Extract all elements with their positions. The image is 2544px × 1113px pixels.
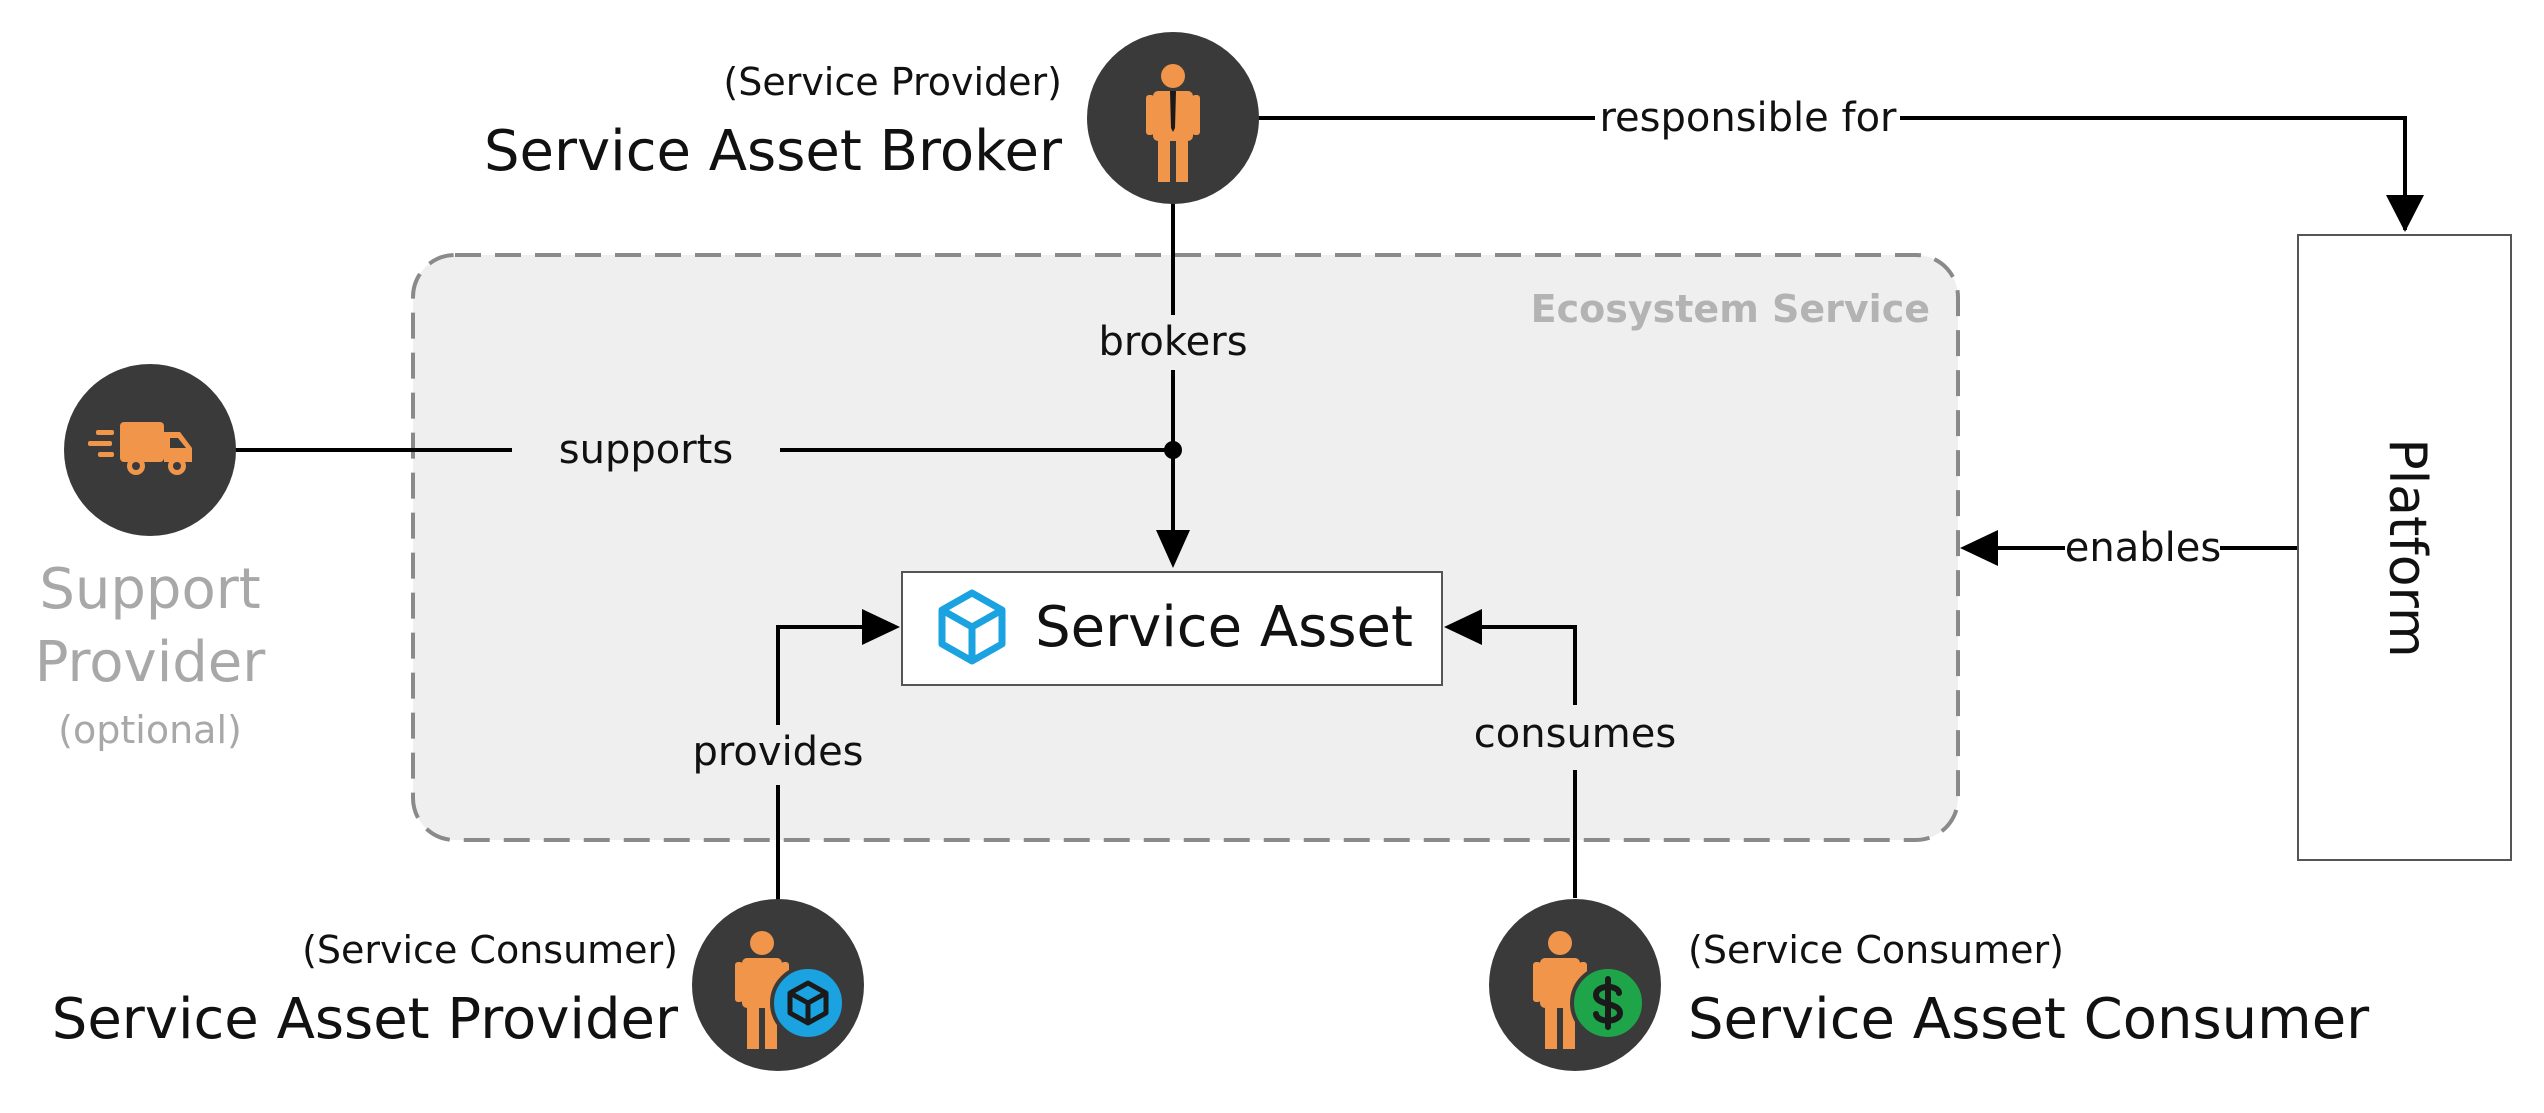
provider-actor[interactable]: (Service Consumer) Service Asset Provide… [52,899,864,1071]
delivery-truck-icon [88,422,192,475]
service-asset-node[interactable]: Service Asset [901,571,1443,686]
cube-badge-icon [770,965,846,1041]
responsible-for-label: responsible for [1599,95,1897,141]
ecosystem-service-box [411,253,1960,842]
broker-actor[interactable]: (Service Provider) Service Asset Broker [484,32,1259,204]
consumer-actor[interactable]: (Service Consumer) Service Asset Consume… [1489,899,2370,1071]
provider-role: (Service Consumer) [302,928,678,972]
broker-role: (Service Provider) [723,60,1062,104]
person-with-tie-icon [1146,64,1200,182]
consumes-arrowhead [1444,609,1482,645]
ecosystem-service-title: Ecosystem Service [1531,287,1930,331]
service-asset-box[interactable] [901,571,1443,686]
platform-node[interactable]: Platform [2297,234,2512,861]
responsible-for-arrowhead [2386,195,2424,232]
supports-junction-dot [1164,441,1182,459]
support-note: (optional) [58,708,242,752]
responsible-for-line-b [1900,116,2407,230]
supports-label: supports [559,427,733,473]
ecosystem-service-container: Ecosystem Service [411,253,1960,842]
support-name-line2: Provider [35,630,267,695]
provides-line-top [776,625,865,725]
consumes-line-top [1480,625,1577,705]
broker-name: Service Asset Broker [484,119,1063,184]
provides-label: provides [692,729,863,775]
support-provider-actor[interactable]: Support Provider (optional) [35,364,267,752]
support-name-line1: Support [39,557,260,622]
brokers-arrowhead [1156,530,1190,568]
brokers-label: brokers [1098,319,1247,365]
platform-box[interactable] [2297,234,2512,861]
dollar-badge-icon [1570,965,1646,1041]
cube-icon [938,589,1006,665]
enables-arrowhead [1960,530,1998,566]
relation-labels: responsible for brokers supports enables… [559,95,2221,775]
service-asset-label: Service Asset [1035,595,1413,660]
connectors [235,116,2424,900]
platform-label: Platform [2377,438,2437,657]
consumer-role: (Service Consumer) [1688,928,2064,972]
provider-name: Service Asset Provider [52,987,679,1052]
consumer-name: Service Asset Consumer [1688,987,2370,1052]
provides-arrowhead [862,609,900,645]
enables-label: enables [2065,525,2221,571]
consumes-label: consumes [1474,711,1676,757]
person-icon [1533,931,1587,1049]
